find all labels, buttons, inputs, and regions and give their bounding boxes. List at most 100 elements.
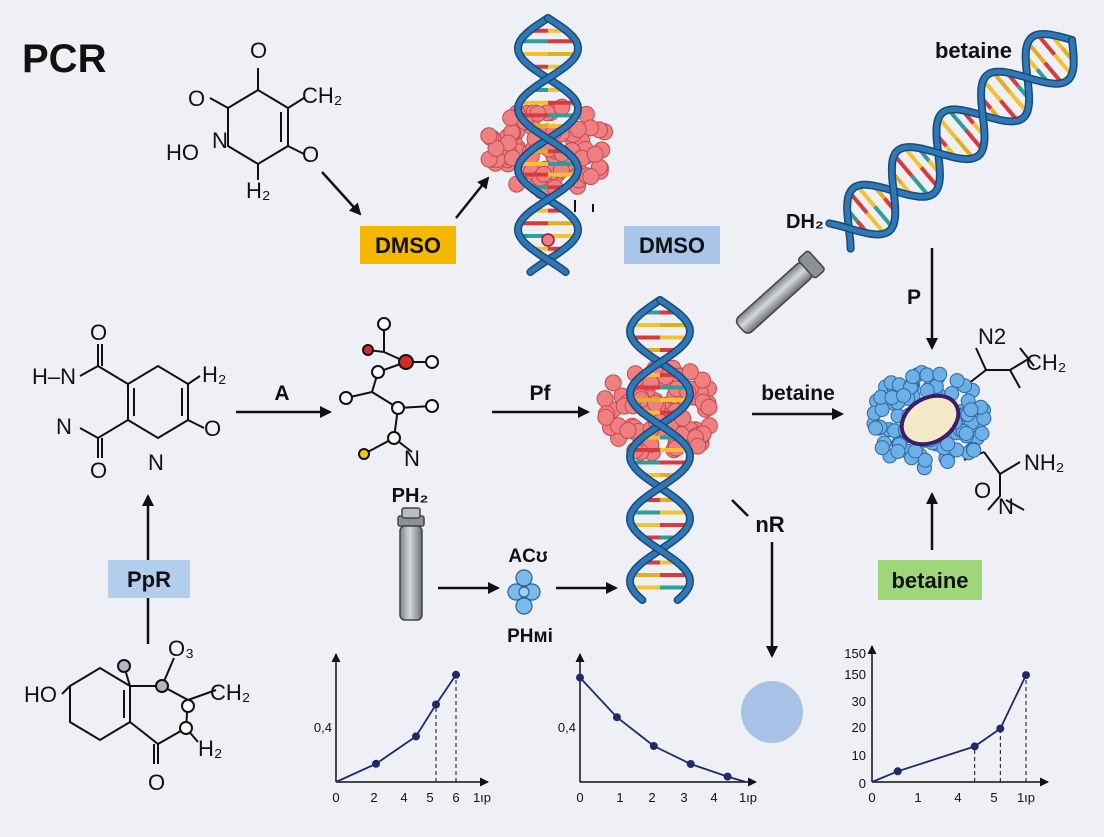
betaine-box-label: betaine [891, 568, 968, 593]
protein-bead [646, 394, 664, 412]
protein-bead [596, 390, 614, 408]
dmso-label-yellow: DMSO [375, 233, 441, 258]
dmso-box-yellow [360, 226, 456, 264]
m1-o-left: O [188, 86, 205, 111]
series-line [579, 676, 747, 783]
molecule-top-left-labels: O CH₂ O HO N O H₂ [166, 38, 342, 203]
betaine-arrow-label: betaine [761, 382, 835, 405]
x-tick-label: 0 [868, 790, 875, 805]
x-tick-label: 1ıp [473, 790, 491, 805]
blue-bead [940, 453, 955, 469]
blue-bead [932, 366, 948, 382]
m5-n: N [998, 494, 1014, 519]
data-point [893, 767, 902, 776]
m5-o: O [974, 478, 991, 503]
m1-ch2: CH₂ [302, 83, 342, 108]
backbone-strand [844, 31, 1075, 252]
data-point [996, 724, 1005, 733]
tube-ph2 [397, 507, 425, 621]
m1-o-right: O [302, 142, 319, 167]
backbone-strand [627, 297, 693, 603]
arrows [142, 171, 938, 658]
dna-helix-top [513, 14, 583, 276]
x-tick-label: 4 [710, 790, 717, 805]
m4-h2: H₂ [198, 736, 222, 761]
m4-o3: O₃ [168, 636, 194, 661]
m3-n: N [404, 446, 420, 471]
blue-bead [905, 369, 921, 385]
blue-bead [919, 367, 935, 383]
betaine-top-label: betaine [935, 38, 1012, 63]
ppr-box [108, 560, 190, 598]
betaine-box [878, 560, 982, 600]
m2-o-bottom: O [90, 458, 107, 483]
protein-bead [487, 140, 505, 157]
protein-bead [569, 120, 587, 138]
protein-bead [681, 363, 699, 381]
m2-o-right: O [204, 416, 221, 441]
pf-label: Pf [530, 382, 552, 405]
blue-bead [896, 388, 912, 404]
data-point [412, 732, 420, 741]
x-tick-label: 1ıp [1017, 790, 1035, 805]
m5-ch2: CH₂ [1026, 350, 1066, 375]
blue-bead [940, 436, 956, 452]
m4-ch2: CH₂ [210, 680, 250, 705]
x-tick-label: 4 [954, 790, 961, 805]
dna-helix-top-right [825, 29, 1078, 253]
y-tick-label: 30 [852, 694, 866, 709]
x-tick-label: 0 [576, 790, 583, 805]
complex-core [899, 393, 961, 447]
molecule-right-labels: N2 CH₂ NH₂ O N [974, 324, 1066, 519]
y-tick-label: 0,4 [314, 720, 332, 735]
x-tick-label: 5 [990, 790, 997, 805]
phmi-label: PHмi [507, 626, 553, 647]
ph2-label: PH₂ [392, 485, 429, 507]
nr-stroke [731, 499, 749, 517]
m1-o-top: O [250, 38, 267, 63]
molecule-mid-left [79, 344, 205, 458]
m2-o-top: O [90, 320, 107, 345]
x-tick-label: 1ıp [739, 790, 757, 805]
molecule-bottom-left-labels: O₃ HO CH₂ H₂ O [24, 636, 250, 795]
m5-n2: N2 [978, 324, 1006, 349]
blue-bead [958, 426, 974, 441]
tube-dh2 [735, 250, 825, 334]
protein-bead [700, 398, 718, 416]
x-tick-label: 2 [648, 790, 655, 805]
x-tick-label: 3 [680, 790, 687, 805]
blue-bead [949, 373, 965, 389]
base-pair [855, 184, 877, 208]
molecule-bottom-left [61, 657, 217, 764]
small-bead-molecule [507, 569, 541, 615]
backbone-strand [515, 15, 581, 275]
data-point [686, 760, 695, 768]
y-tick-label: 10 [852, 748, 866, 763]
y-tick-label: 0 [859, 776, 866, 791]
blue-bead [868, 420, 884, 436]
data-point [649, 742, 658, 750]
m1-h2: H₂ [246, 178, 270, 203]
molecule-top-left [209, 68, 305, 180]
arrow-m1-to-dmso [321, 171, 362, 216]
y-tick-label: 0,4 [558, 720, 576, 735]
data-point [372, 759, 380, 768]
backbone-strand [515, 15, 581, 275]
backbone-strand [826, 37, 1077, 238]
blue-bead [966, 442, 982, 458]
dmso-label-blue: DMSO [639, 233, 705, 258]
data-point [1022, 671, 1030, 680]
x-tick-label: 5 [426, 790, 433, 805]
m4-o-bottom: O [148, 770, 165, 795]
blue-bead [963, 402, 979, 418]
m1-n: N [212, 128, 228, 153]
x-tick-label: 1 [914, 790, 921, 805]
arrow-dmso-to-helix [455, 176, 490, 219]
page-title: PCR [22, 37, 107, 81]
p-label: P [907, 286, 921, 309]
